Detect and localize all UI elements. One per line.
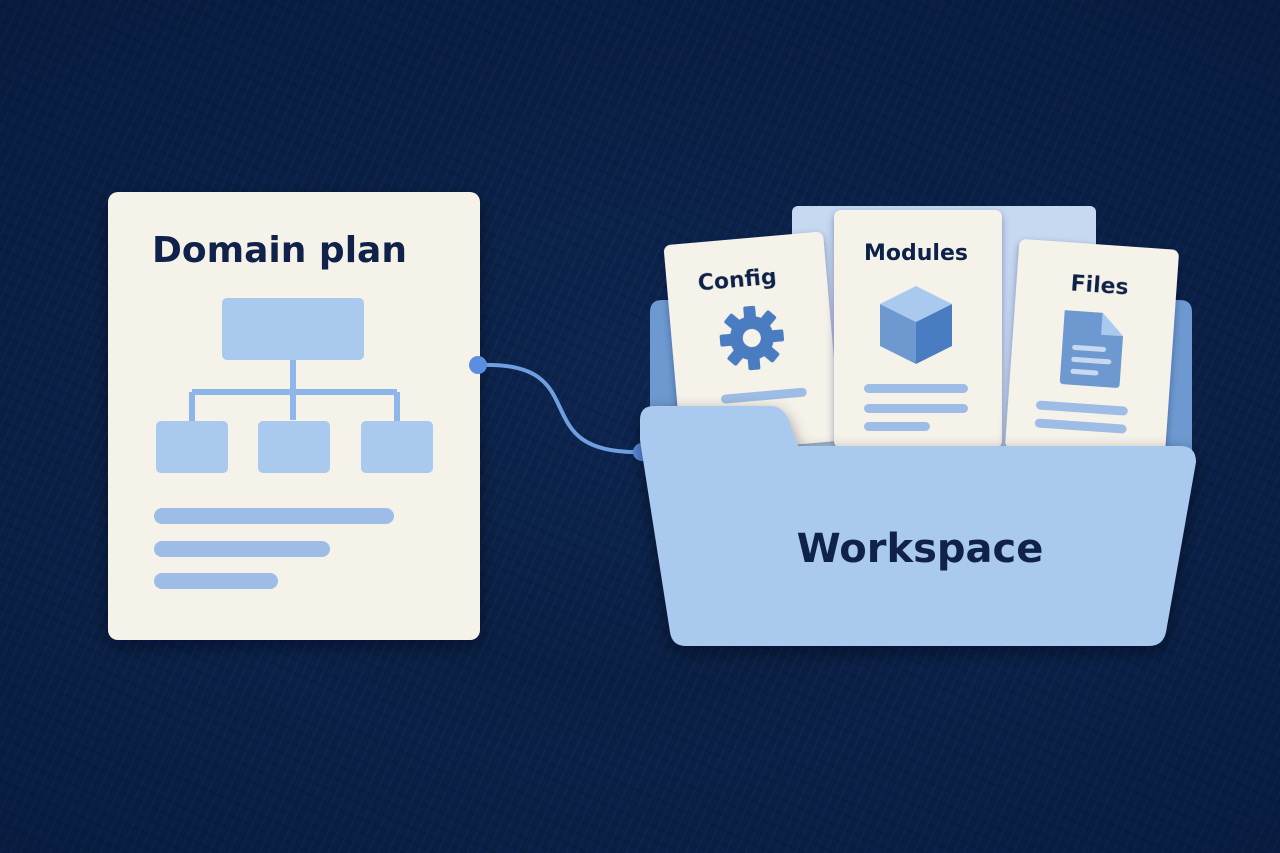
gear-icon <box>719 305 785 371</box>
plan-to-workspace-connector <box>469 356 651 461</box>
placeholder-line <box>721 387 807 404</box>
placeholder-line <box>154 508 394 524</box>
placeholder-line <box>154 541 330 557</box>
hierarchy-child-node <box>156 421 228 473</box>
file-icon <box>1059 310 1124 388</box>
workspace-folder: Config Modules <box>640 206 1196 646</box>
workspace-label: Workspace <box>797 526 1044 572</box>
cube-icon <box>880 286 952 364</box>
placeholder-line <box>1034 418 1127 434</box>
connector-line <box>477 362 643 455</box>
placeholder-line <box>864 384 968 393</box>
domain-plan-card: Domain plan <box>108 192 480 640</box>
files-document: Files <box>1005 239 1179 459</box>
text-placeholder-lines <box>154 508 394 589</box>
hierarchy-root-node <box>222 298 364 360</box>
config-document: Config <box>663 231 841 454</box>
hierarchy-connectors <box>189 360 400 422</box>
placeholder-line <box>864 404 968 413</box>
placeholder-line <box>154 573 278 589</box>
hierarchy-child-node <box>258 421 330 473</box>
hierarchy-child-node <box>361 421 433 473</box>
modules-document: Modules <box>834 210 1002 448</box>
placeholder-line <box>864 422 930 431</box>
folder-front-panel <box>640 406 1196 646</box>
domain-plan-title: Domain plan <box>152 230 407 271</box>
connector-start-dot <box>469 356 487 374</box>
modules-document-label: Modules <box>864 241 968 266</box>
placeholder-line <box>1036 400 1128 416</box>
hierarchy-diagram <box>156 298 433 473</box>
files-document-label: Files <box>1070 272 1130 301</box>
